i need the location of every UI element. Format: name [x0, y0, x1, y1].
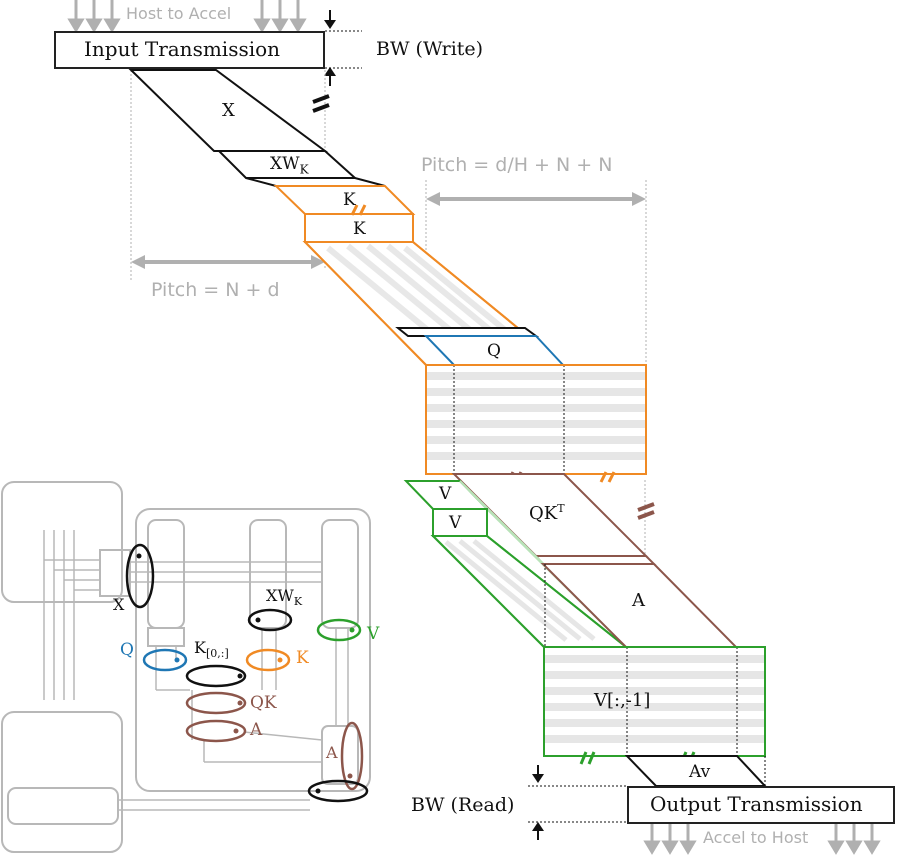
legend-xwk-main: XW — [266, 586, 294, 605]
v-bottom-label: V — [449, 513, 462, 533]
pitch-left-label: Pitch = N + d — [151, 279, 280, 301]
pitch-left-arrow — [131, 255, 325, 269]
k-top-label: K — [343, 190, 356, 210]
xwk-thin-slice — [245, 177, 386, 187]
qkt-slice — [533, 555, 657, 565]
xwk-main: XW — [270, 154, 300, 174]
bw-write-label: BW (Write) — [376, 38, 484, 60]
host-to-accel-arrows — [67, 0, 307, 33]
legend-xwk: XWK — [266, 586, 303, 609]
legend-qk: QK — [250, 693, 277, 713]
xwk-label: XWK — [270, 154, 309, 177]
accel-to-host-arrows — [643, 824, 881, 855]
pitch-right-arrow — [426, 192, 646, 206]
q-label: Q — [487, 341, 501, 361]
legend-k: K — [296, 648, 309, 668]
pitch-right-label: Pitch = d/H + N + N — [421, 154, 613, 176]
bw-read-label: BW (Read) — [411, 794, 515, 816]
v-top-label: V — [439, 484, 452, 504]
v-slice-label: V[:,-1] — [594, 690, 651, 711]
av-label: Av — [689, 762, 711, 782]
legend-xwk-sub: K — [293, 595, 303, 609]
x-skip-marker — [312, 94, 330, 113]
x-label: X — [222, 100, 235, 121]
legend-a-core: A — [326, 743, 338, 762]
legend-x: X — [113, 595, 125, 614]
legend-q: Q — [120, 640, 134, 660]
legend-ellipses — [125, 543, 369, 803]
legend-k0-sub: [0,:] — [205, 647, 229, 661]
qkt-sup: T — [557, 502, 565, 515]
k-matrix — [425, 364, 647, 475]
legend-k0-main: K — [194, 638, 206, 657]
bw-write-indicator — [324, 10, 362, 86]
q-top-slice — [395, 327, 540, 337]
k-bottom-label: K — [353, 219, 366, 239]
a-label: A — [632, 590, 645, 611]
hardware-legend — [1, 481, 371, 853]
output-transmission-box — [627, 786, 895, 824]
qkt-label: QKT — [529, 503, 565, 523]
legend-v: V — [367, 624, 380, 644]
qkt-main: QK — [529, 503, 558, 524]
output-transmission-label: Output Transmission — [650, 792, 863, 816]
v-green-group — [403, 480, 629, 648]
v-matrix — [543, 646, 766, 757]
bw-read-indicator — [528, 765, 627, 840]
legend-a: A — [250, 720, 263, 740]
xwk-sub: K — [299, 162, 309, 177]
input-transmission-label: Input Transmission — [84, 37, 281, 61]
input-transmission-box — [54, 31, 325, 69]
accel-to-host-label: Accel to Host — [703, 828, 809, 847]
legend-k0: K[0,:] — [194, 638, 229, 661]
host-to-accel-label: Host to Accel — [126, 4, 232, 23]
